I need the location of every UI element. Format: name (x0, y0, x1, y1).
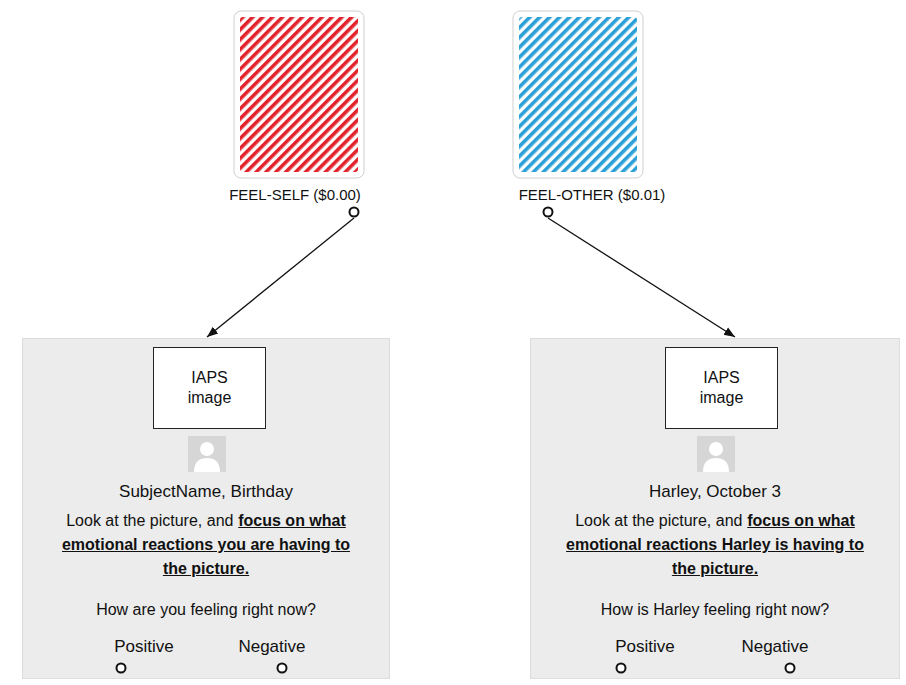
radio-button (212, 661, 332, 675)
instruction: Look at the picture, andfocus on what em… (56, 509, 356, 581)
panel-content: Harley, October 3 Look at the picture, an… (531, 339, 899, 675)
instruction-text: Look at the picture, and (575, 512, 742, 529)
radio-button (350, 208, 359, 217)
image-label: IAPS image (685, 368, 759, 408)
rating-option: Positive (585, 637, 705, 675)
radio-button (585, 661, 705, 675)
instruction: Look at the picture, andfocus on what em… (565, 509, 865, 581)
image-box: IAPS image (153, 347, 266, 429)
question-text: How is Harley feeling right now? (531, 599, 899, 621)
rating-option: Negative (212, 637, 332, 675)
rating-row: Positive Negative (23, 637, 389, 675)
rating-row: Positive Negative (531, 637, 899, 675)
avatar-icon (188, 436, 226, 472)
option-label: Positive (585, 637, 705, 657)
arrow-connector (207, 218, 354, 337)
option-label: Positive (84, 637, 204, 657)
radio-button (84, 661, 204, 675)
rating-option: Positive (84, 637, 204, 675)
instruction-text: Look at the picture, and (66, 512, 233, 529)
card-label: FEEL-SELF ($0.00) (220, 186, 370, 204)
image-box: IAPS image (665, 347, 778, 429)
red-card (234, 11, 364, 178)
rating-option: Negative (715, 637, 835, 675)
trial-panel: IAPS imageSubjectName, BirthdayLook at t… (22, 338, 390, 679)
person-heading: Harley, October 3 (531, 481, 899, 503)
avatar-icon (697, 436, 735, 472)
radio-button (715, 661, 835, 675)
option-label: Negative (715, 637, 835, 657)
panel-content: SubjectName, BirthdayLook at the picture… (23, 339, 389, 675)
person-heading: SubjectName, Birthday (23, 481, 389, 503)
trial-panel: IAPS imageHarley, October 3 Look at the p… (530, 338, 900, 679)
card-label: FEEL-OTHER ($0.01) (513, 186, 671, 204)
arrow-connector (548, 218, 735, 337)
blue-card (513, 11, 643, 178)
image-label: IAPS image (173, 368, 247, 408)
question-text: How are you feeling right now? (23, 599, 389, 621)
card-choice: FEEL-OTHER ($0.01) (513, 10, 671, 218)
card-choice: FEEL-SELF ($0.00) (220, 10, 370, 218)
radio-button (544, 208, 553, 217)
option-label: Negative (212, 637, 332, 657)
